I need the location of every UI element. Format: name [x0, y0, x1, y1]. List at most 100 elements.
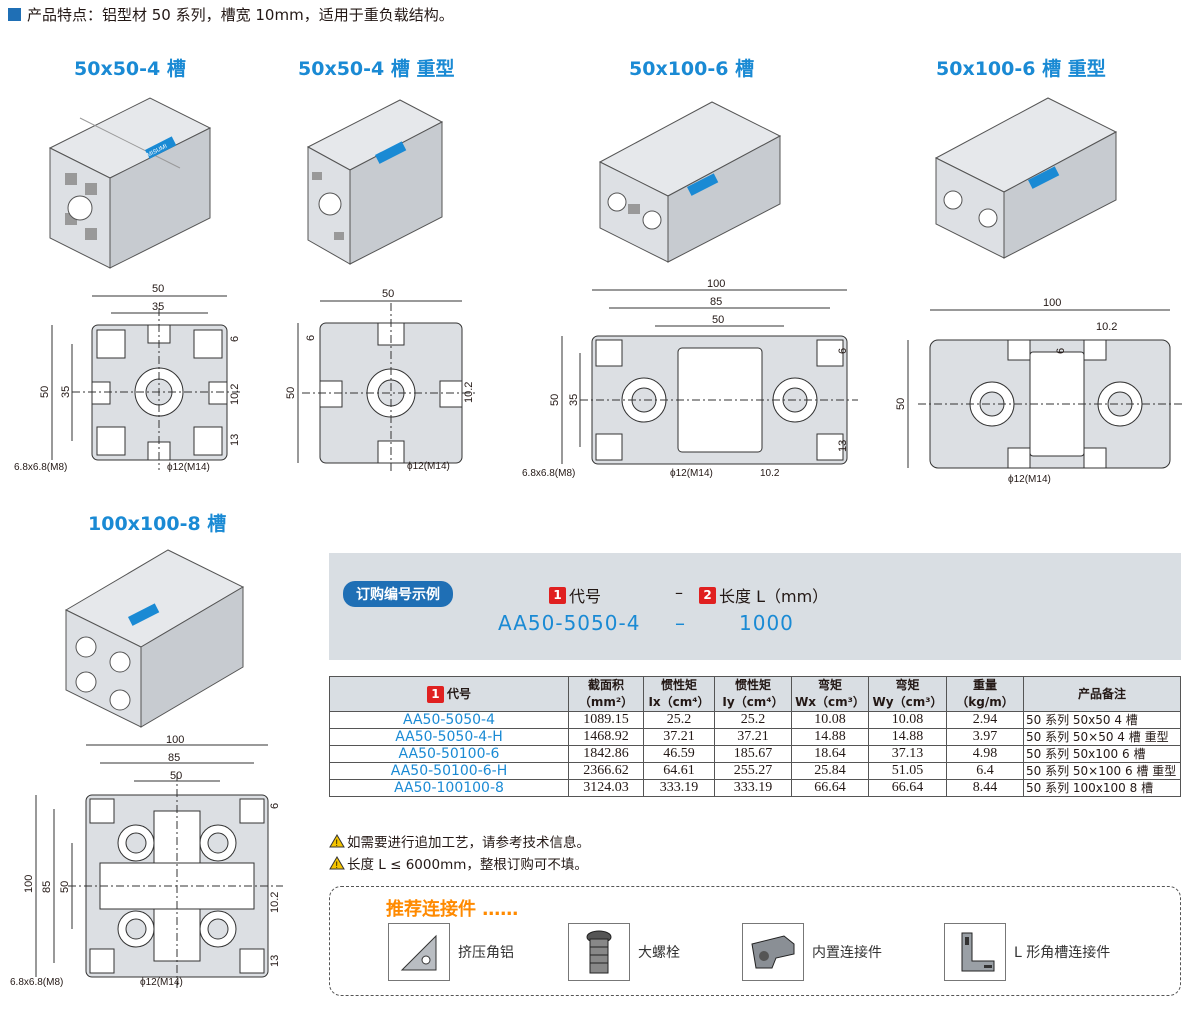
dim-slot-10-2: 10.2 — [1096, 321, 1117, 333]
number-badge-2: 2 — [699, 586, 716, 604]
cell-code[interactable]: AA50-100100-8 — [329, 779, 569, 797]
dim-13: 13 — [269, 955, 281, 967]
cell-weight: 3.97 — [946, 728, 1024, 746]
order-code-label: 代号 — [569, 587, 602, 606]
cell-code[interactable]: AA50-5050-4-H — [329, 728, 569, 746]
note-additional-processing: ! 如需要进行追加工艺，请参考技术信息。 — [329, 831, 590, 851]
isometric-50x100-heavy-image — [934, 97, 1118, 259]
isometric-50x50-image: MISUMI — [48, 97, 212, 269]
recommended-connectors-panel: 推荐连接件 …… 挤压角铝 大螺栓 内置连接件 L 形角槽连接件 — [329, 886, 1181, 996]
warning-icon: ! — [329, 856, 345, 870]
note-text-1: 如需要进行追加工艺，请参考技术信息。 — [347, 835, 590, 851]
square-bullet-icon — [8, 8, 21, 21]
cell-iy: 37.21 — [714, 728, 792, 746]
profile-title-50x50: 50x50-4 槽 — [74, 58, 186, 80]
cell-weight: 6.4 — [946, 762, 1024, 780]
col-code-label: 代号 — [446, 686, 471, 701]
dim-phi-m14: ϕ12(M14) — [670, 468, 713, 479]
dim-10-2: 10.2 — [463, 382, 475, 403]
dim-width-100: 100 — [1043, 297, 1061, 309]
col-area-header: 截面积 （mm²） — [568, 676, 644, 712]
cell-weight: 8.44 — [946, 779, 1024, 797]
connector-label: 内置连接件 — [812, 945, 882, 961]
order-code-heading: 1 代号 — [549, 583, 601, 607]
dim-height-50: 50 — [549, 394, 561, 406]
dim-width-85: 85 — [168, 752, 180, 764]
cell-wx: 10.08 — [791, 711, 869, 729]
dim-13: 13 — [837, 440, 849, 452]
cell-ix: 46.59 — [643, 745, 715, 763]
col-iy-label: 惯性矩 — [734, 678, 771, 692]
dimension-drawing-50x50: 50 35 50 35 6 10.2 13 6.8x6.8(M8) ϕ12(M1… — [14, 283, 242, 473]
isometric-50x50-heavy-image — [306, 99, 444, 265]
dim-width-100: 100 — [707, 278, 725, 290]
cell-code[interactable]: AA50-50100-6 — [329, 745, 569, 763]
cell-weight: 4.98 — [946, 745, 1024, 763]
order-code-value: AA50-5050-4 — [498, 611, 641, 635]
dim-10-2: 10.2 — [229, 384, 241, 405]
dim-width-50: 50 — [382, 288, 394, 300]
order-example-panel: 订购编号示例 1 代号 – 2 长度 L（mm） AA50-5050-4 – 1… — [329, 553, 1181, 660]
bolt-icon — [568, 923, 630, 981]
col-area-unit: （mm²） — [578, 695, 634, 709]
dim-slot-10-2: 10.2 — [760, 468, 780, 479]
connector-item-large-bolt[interactable]: 大螺栓 — [568, 923, 680, 981]
dim-height-100: 100 — [23, 875, 35, 893]
dim-6: 6 — [1055, 348, 1067, 354]
dim-hole-m8: 6.8x6.8(M8) — [14, 462, 67, 473]
dim-phi-m14: ϕ12(M14) — [1008, 474, 1051, 485]
col-note-header: 产品备注 — [1023, 676, 1181, 712]
dimension-drawing-50x50-heavy: 50 50 6 10.2 ϕ12(M14) — [285, 288, 477, 473]
dim-6: 6 — [229, 336, 241, 342]
col-ix-label: 惯性矩 — [660, 678, 697, 692]
dim-height-85: 85 — [41, 881, 53, 893]
cell-note: 50 系列 50×50 4 槽 重型 — [1023, 728, 1181, 746]
col-weight-header: 重量（kg/m） — [946, 676, 1024, 712]
dim-phi-m14: ϕ12(M14) — [167, 462, 210, 473]
cell-wx: 25.84 — [791, 762, 869, 780]
l-bracket-icon — [944, 923, 1006, 981]
col-wx-label: 弯矩 — [817, 678, 842, 692]
dim-height-35: 35 — [60, 386, 72, 398]
cell-area: 1468.92 — [568, 728, 644, 746]
connector-item-extruded-bracket[interactable]: 挤压角铝 — [388, 923, 514, 981]
dim-width-85: 85 — [710, 296, 722, 308]
profile-title-100x100: 100x100-8 槽 — [88, 513, 227, 535]
profile-title-50x100: 50x100-6 槽 — [629, 58, 755, 80]
internal-connector-icon — [742, 923, 804, 981]
cell-note: 50 系列 100x100 8 槽 — [1023, 779, 1181, 797]
dim-height-50: 50 — [39, 386, 51, 398]
dim-height-50: 50 — [59, 881, 71, 893]
cell-wx: 18.64 — [791, 745, 869, 763]
cell-area: 1842.86 — [568, 745, 644, 763]
dim-6: 6 — [837, 348, 849, 354]
dim-6: 6 — [305, 335, 317, 341]
cell-wy: 51.05 — [868, 762, 947, 780]
connector-label: 挤压角铝 — [458, 945, 514, 961]
number-badge-1: 1 — [549, 586, 566, 604]
cell-wy: 10.08 — [868, 711, 947, 729]
connector-item-internal-connector[interactable]: 内置连接件 — [742, 923, 882, 981]
order-length-label: 长度 L（mm） — [719, 587, 829, 606]
connector-label: L 形角槽连接件 — [1014, 945, 1111, 961]
col-wy-unit: Wy（cm³） — [872, 695, 943, 709]
connector-item-l-slot-connector[interactable]: L 形角槽连接件 — [944, 923, 1110, 981]
cell-area: 1089.15 — [568, 711, 644, 729]
col-area-label: 截面积 — [587, 678, 624, 692]
cell-code[interactable]: AA50-50100-6-H — [329, 762, 569, 780]
dim-width-35: 35 — [152, 301, 164, 313]
order-dash-heading: – — [675, 583, 683, 602]
isometric-50x100-image — [598, 101, 782, 263]
cell-code[interactable]: AA50-5050-4 — [329, 711, 569, 729]
svg-text:!: ! — [336, 838, 339, 848]
col-weight-label: 重量 — [972, 678, 997, 692]
cell-weight: 2.94 — [946, 711, 1024, 729]
col-iy-unit: Iy（cm⁴） — [722, 695, 784, 709]
dimension-drawing-100x100: 100 85 50 100 85 50 6 10.2 13 6.8x6.8(M8… — [10, 734, 283, 988]
dimension-drawing-50x100: 100 85 50 50 35 6 13 6.8x6.8(M8) ϕ12(M14… — [522, 278, 858, 479]
